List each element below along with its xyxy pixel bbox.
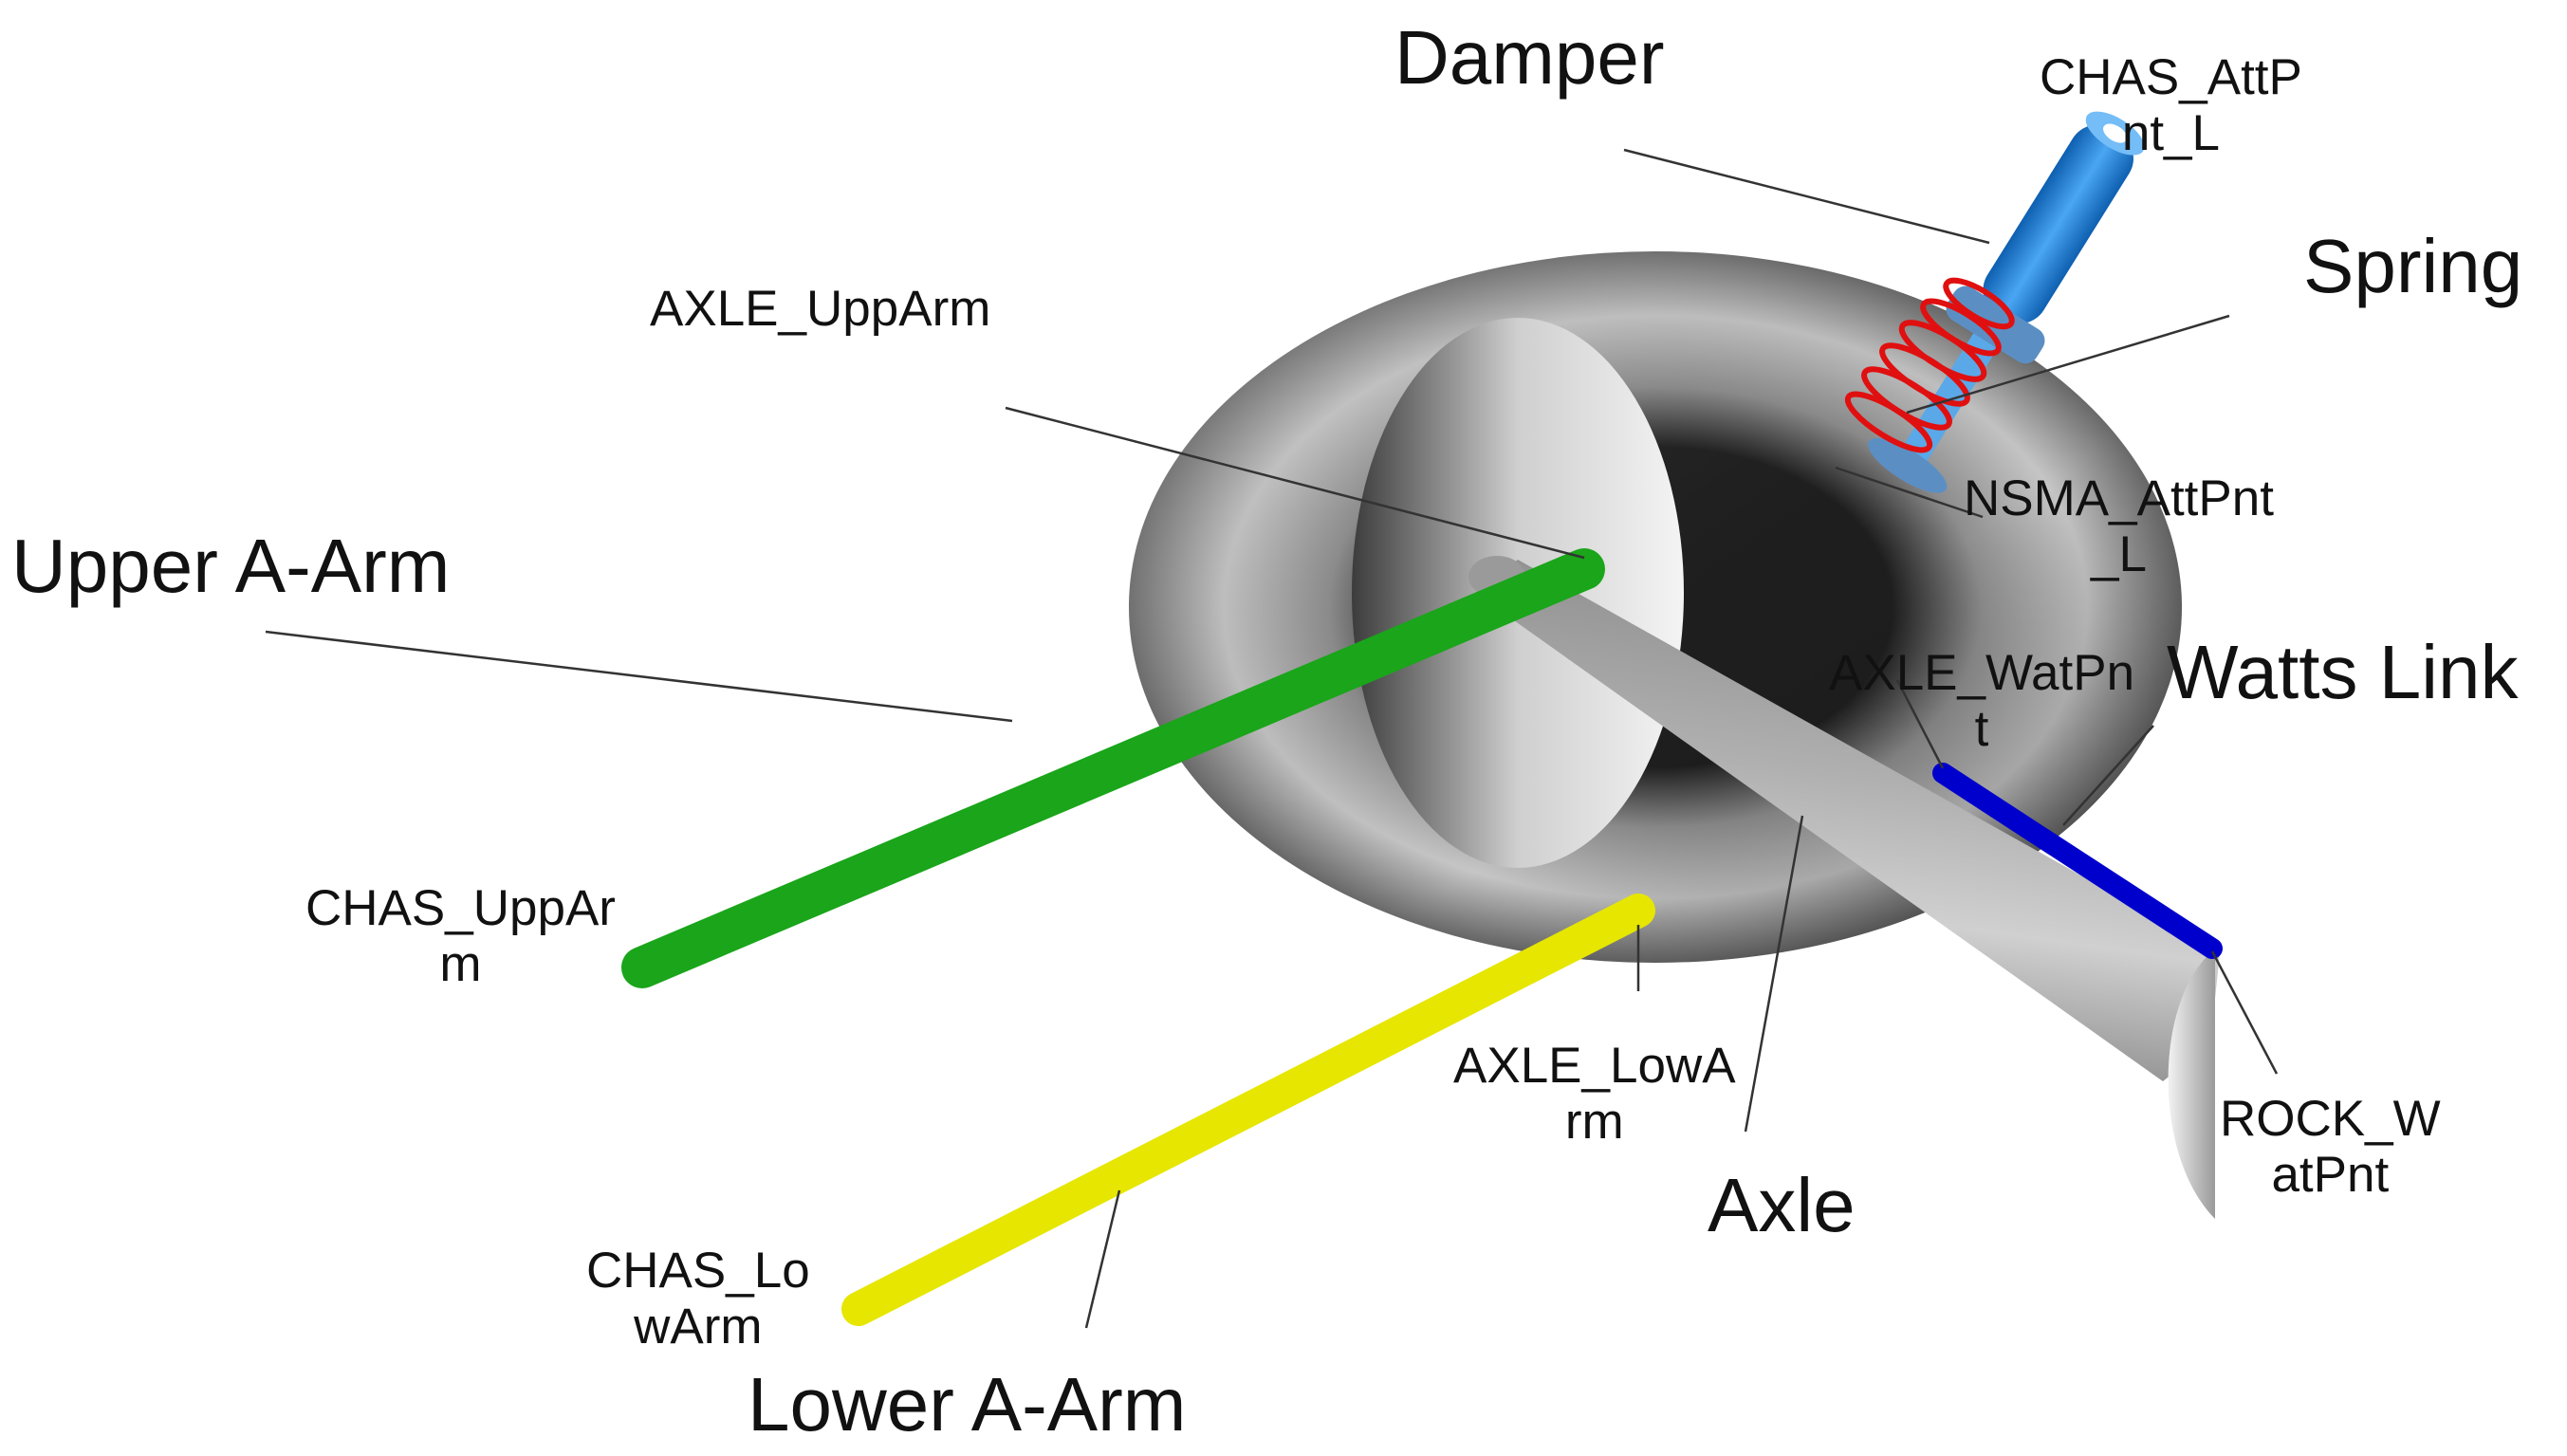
label-chas-attpnt-l: CHAS_AttP nt_L xyxy=(2040,49,2302,162)
spring xyxy=(1844,277,2015,453)
label-rock-watpnt: ROCK_W atPnt xyxy=(2220,1091,2441,1204)
label-lower-a-arm: Lower A-Arm xyxy=(748,1362,1187,1447)
upper-a-arm-bar xyxy=(621,548,1605,988)
label-axle: Axle xyxy=(1708,1163,1856,1247)
label-watts-link: Watts Link xyxy=(2167,630,2519,714)
leader-lines xyxy=(265,148,2279,1329)
label-damper: Damper xyxy=(1394,15,1665,100)
axle-tube xyxy=(1468,556,2220,1219)
leader-axle-watpnt xyxy=(1895,679,1945,769)
label-axle-lowarm: AXLE_LowA rm xyxy=(1453,1038,1736,1151)
label-upper-a-arm: Upper A-Arm xyxy=(11,524,451,608)
label-nsma-attpnt-l: NSMA_AttPnt _L xyxy=(1964,470,2274,583)
label-axle-watpnt: AXLE_WatPn t xyxy=(1829,645,2135,758)
leader-damper xyxy=(1623,148,1990,245)
leader-nsma-attpnt xyxy=(1835,466,1984,519)
label-chas-lowarm: CHAS_Lo wArm xyxy=(586,1243,810,1355)
leader-upper-a-arm xyxy=(265,630,1013,723)
label-chas-upparm: CHAS_UppAr m xyxy=(305,880,616,993)
leader-spring xyxy=(1906,314,2230,415)
leader-axle-upparm xyxy=(1005,406,1585,560)
leader-watts-link xyxy=(2062,725,2154,826)
lower-a-arm-bar xyxy=(841,894,1655,1326)
label-axle-upparm: AXLE_UppArm xyxy=(650,281,991,337)
watts-link-bar xyxy=(1932,763,2223,959)
label-spring: Spring xyxy=(2303,224,2523,308)
leader-axle xyxy=(1744,815,1804,1133)
leader-lower-a-arm xyxy=(1084,1189,1121,1329)
leader-rock-watpnt xyxy=(2210,950,2279,1075)
